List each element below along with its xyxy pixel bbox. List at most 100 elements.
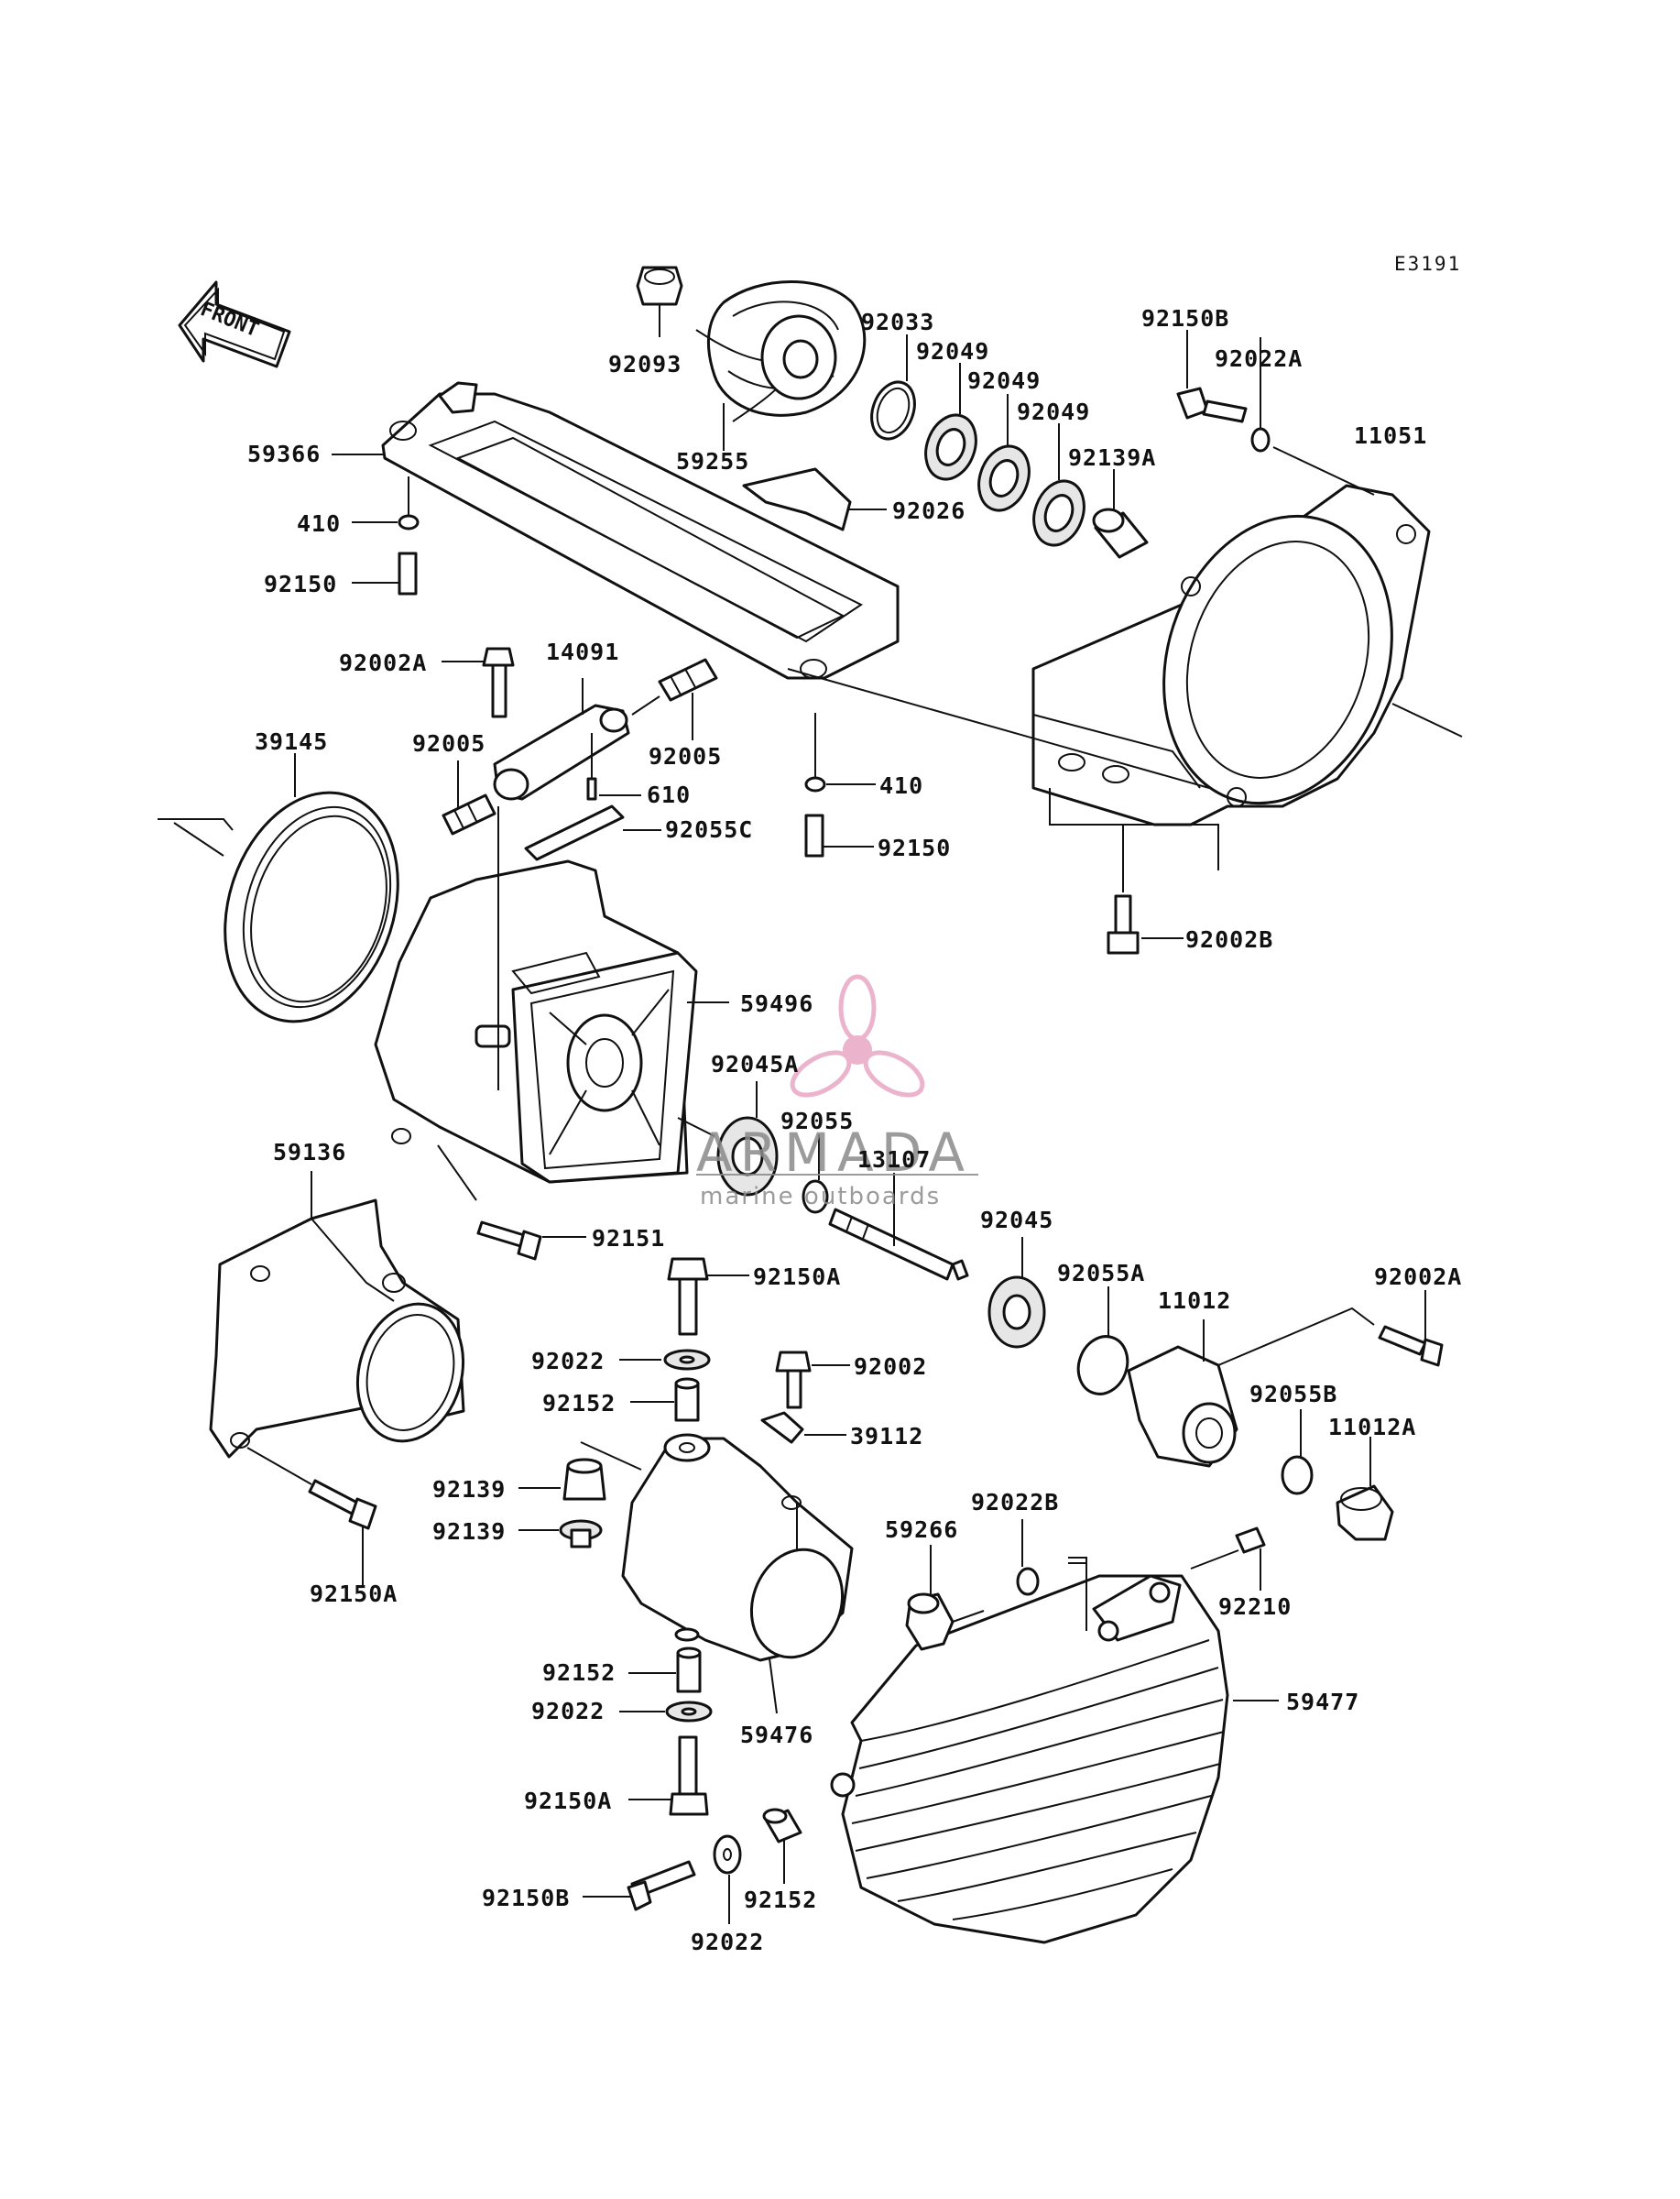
- watermark: ARMADA marine outboards: [696, 974, 978, 1210]
- bolt-92002A-right: [1378, 1290, 1444, 1367]
- label-59366: 59366: [247, 441, 321, 467]
- gasket-92055C: [524, 804, 661, 861]
- label-92150B-bottom: 92150B: [482, 1885, 570, 1911]
- bolt-92210: [1190, 1526, 1266, 1591]
- o-ring-92055: [802, 1134, 829, 1214]
- plug-11012A: [1336, 1437, 1394, 1541]
- label-92022A: 92022A: [1215, 345, 1303, 372]
- label-13107: 13107: [857, 1146, 931, 1173]
- bolt-92150-bottom: [804, 814, 874, 858]
- label-11051: 11051: [1354, 422, 1427, 449]
- bushing-92139-b: [518, 1519, 603, 1548]
- label-92093: 92093: [608, 351, 682, 377]
- label-92210: 92210: [1218, 1593, 1292, 1620]
- label-92055B: 92055B: [1249, 1381, 1337, 1407]
- label-59476: 59476: [740, 1722, 813, 1748]
- label-92005-left: 92005: [412, 730, 485, 757]
- bolt-92150B-top: [1176, 330, 1248, 423]
- label-92150-bottom: 92150: [878, 835, 951, 861]
- label-410-bottom: 410: [879, 772, 923, 799]
- label-92049-3: 92049: [1017, 399, 1090, 425]
- reverse-bucket-59477: [830, 1557, 1279, 1944]
- label-92049-1: 92049: [916, 338, 989, 365]
- watermark-tagline: marine outboards: [700, 1183, 941, 1210]
- seal-92049-3: [1032, 423, 1085, 547]
- washer-410-top: [352, 476, 420, 531]
- fitting-92005-right: [631, 658, 718, 740]
- ring-92033: [870, 334, 916, 441]
- washer-410-bottom: [804, 713, 876, 793]
- bolt-92002B: [1049, 788, 1219, 955]
- label-92139A: 92139A: [1068, 444, 1156, 471]
- clip-39112: [760, 1411, 846, 1444]
- o-ring-92055B: [1281, 1409, 1314, 1495]
- label-11012: 11012: [1158, 1287, 1231, 1314]
- seal-92049-1: [924, 363, 977, 481]
- label-92055: 92055: [780, 1108, 854, 1134]
- label-92152-top: 92152: [542, 1390, 616, 1417]
- label-610: 610: [647, 782, 691, 808]
- spacer-92152-bottom: [628, 1647, 702, 1693]
- label-14091: 14091: [546, 639, 619, 665]
- bolt-92151: [476, 1220, 586, 1261]
- label-92150B-top: 92150B: [1141, 305, 1229, 332]
- bolt-92150-top: [352, 552, 418, 596]
- washer-92022-top: [619, 1349, 711, 1371]
- label-92033: 92033: [861, 309, 934, 335]
- label-39145: 39145: [255, 728, 328, 755]
- washer-92022-right: [713, 1834, 742, 1924]
- bolt-92150A-left: [308, 1479, 377, 1585]
- label-92055C: 92055C: [665, 816, 753, 843]
- label-92151: 92151: [592, 1225, 665, 1252]
- bearing-92045: [987, 1237, 1046, 1349]
- label-92002: 92002: [854, 1353, 927, 1380]
- label-92002A-right: 92002A: [1374, 1264, 1462, 1290]
- label-92022B: 92022B: [971, 1489, 1059, 1515]
- label-410-top: 410: [297, 510, 341, 537]
- diagram-code: E3191: [1394, 253, 1461, 275]
- label-92139-b: 92139: [432, 1518, 506, 1545]
- label-92150A-left: 92150A: [310, 1581, 398, 1607]
- outlet-59136: [209, 1171, 465, 1485]
- label-92002B: 92002B: [1185, 926, 1273, 953]
- label-59477: 59477: [1286, 1689, 1359, 1715]
- bushing-92139A: [1092, 469, 1149, 559]
- ride-plate-59366: [332, 381, 1210, 789]
- bracket-14091: [493, 678, 630, 801]
- label-92150A-center-top: 92150A: [753, 1264, 841, 1290]
- pin-610: [586, 733, 641, 801]
- label-59136: 59136: [273, 1139, 346, 1165]
- label-92139-a: 92139: [432, 1476, 506, 1503]
- bushing-92139-a: [518, 1458, 606, 1501]
- housing-59476: [580, 1433, 854, 1714]
- label-59496: 59496: [740, 990, 813, 1017]
- pump-case-59496: [374, 806, 729, 1201]
- cap-11012: [1127, 1307, 1375, 1468]
- washer-92022B: [1016, 1519, 1040, 1596]
- bolt-92150A-center-top: [667, 1257, 749, 1336]
- seal-92049-2: [977, 394, 1031, 512]
- label-92152-right: 92152: [744, 1887, 817, 1913]
- front-arrow-icon: FRONT: [178, 280, 291, 368]
- spacer-92152-top: [630, 1377, 700, 1422]
- spacer-92152-right: [762, 1808, 802, 1884]
- propeller-icon: [790, 974, 925, 1098]
- label-92152-bottom: 92152: [542, 1659, 616, 1686]
- label-92026: 92026: [892, 498, 965, 524]
- label-59255: 59255: [676, 448, 749, 475]
- nut-92093: [636, 266, 683, 337]
- bolt-92150B-bottom: [583, 1860, 696, 1911]
- bolt-92002: [775, 1351, 850, 1409]
- label-11012A: 11012A: [1328, 1414, 1416, 1440]
- o-ring-92055A: [1076, 1286, 1129, 1395]
- label-39112: 39112: [850, 1423, 923, 1450]
- impeller-59255: [695, 280, 867, 451]
- fitting-92005-left: [442, 760, 496, 836]
- bolt-92002A-top: [442, 647, 515, 718]
- label-92055A: 92055A: [1057, 1260, 1145, 1286]
- label-92049-2: 92049: [967, 367, 1041, 394]
- label-59266: 59266: [885, 1516, 958, 1543]
- nozzle-59266: [905, 1545, 985, 1651]
- label-92002A-top: 92002A: [339, 650, 427, 676]
